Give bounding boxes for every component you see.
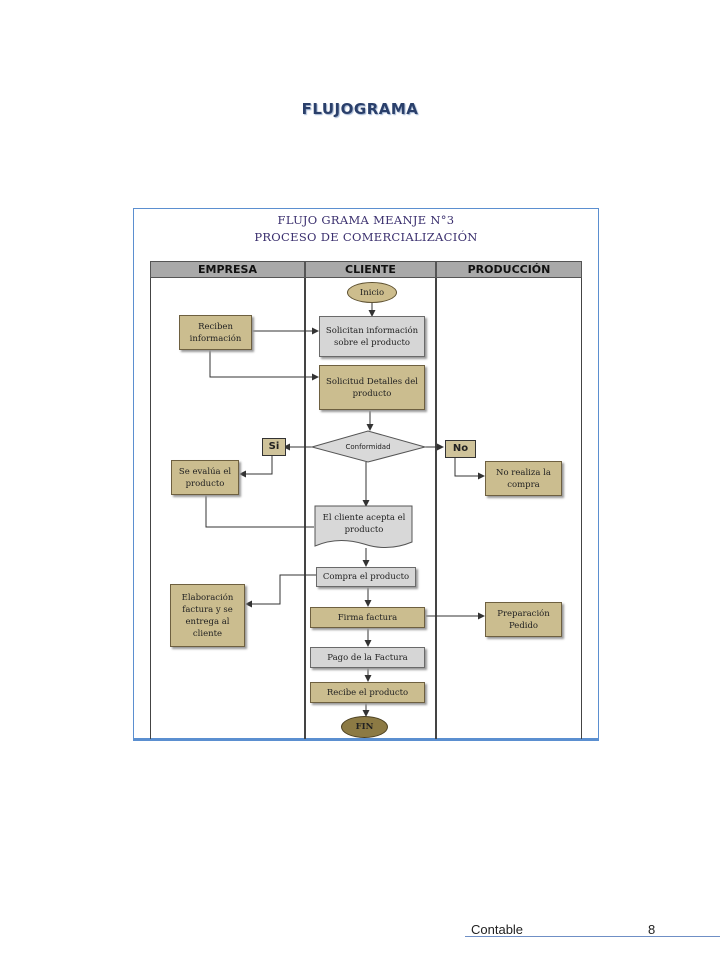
recibe-producto-box: Recibe el producto bbox=[310, 682, 425, 703]
compra-producto-box: Compra el producto bbox=[316, 567, 416, 587]
solicitud-detalles-box: Solicitud Detalles del producto bbox=[319, 365, 425, 410]
cliente-acepta-document: El cliente acepta el producto bbox=[322, 513, 406, 535]
solicitan-informacion-box: Solicitan información sobre el producto bbox=[319, 316, 425, 357]
lane-divider-cliente-produccion bbox=[435, 278, 437, 739]
lane-divider-empresa-cliente bbox=[304, 278, 306, 739]
se-evalua-box: Se evalúa el producto bbox=[171, 460, 239, 495]
page-number: 8 bbox=[648, 922, 656, 937]
conformidad-decision-label: Conformidad bbox=[345, 443, 391, 451]
footer-label: Contable bbox=[471, 922, 524, 937]
page-title: FLUJOGRAMA bbox=[301, 100, 419, 118]
end-node: FIN bbox=[341, 716, 388, 738]
no-realiza-compra-box: No realiza la compra bbox=[485, 461, 562, 496]
connector-evalua-acepta bbox=[205, 495, 314, 528]
frame-bottom-border bbox=[133, 739, 599, 741]
lane-header-cliente: CLIENTE bbox=[305, 261, 436, 278]
connector-no-norealiza bbox=[454, 457, 485, 480]
decision-no-label: No bbox=[445, 440, 476, 458]
connector-si-evalua bbox=[239, 456, 273, 478]
diagram-subtitle: PROCESO DE COMERCIALIZACIÓN bbox=[254, 230, 478, 244]
lane-divider-right bbox=[581, 278, 582, 739]
reciben-informacion-box: Reciben información bbox=[179, 315, 252, 350]
decision-yes-label: Si bbox=[262, 438, 286, 456]
connector-reciben-detalles bbox=[209, 348, 319, 381]
footer-divider bbox=[465, 936, 720, 937]
lane-divider-left bbox=[150, 278, 151, 739]
firma-factura-box: Firma factura bbox=[310, 607, 425, 628]
lane-header-produccion: PRODUCCIÓN bbox=[436, 261, 582, 278]
pago-factura-box: Pago de la Factura bbox=[310, 647, 425, 668]
swimlanes: EMPRESA CLIENTE PRODUCCIÓN bbox=[150, 261, 582, 739]
cliente-acepta-document-shape bbox=[314, 505, 413, 548]
conformidad-diamond bbox=[310, 430, 427, 463]
diagram-title: FLUJO GRAMA MEANJE N°3 bbox=[277, 213, 455, 227]
start-node: Inicio bbox=[347, 282, 397, 303]
preparacion-pedido-box: Preparación Pedido bbox=[485, 602, 562, 637]
connector-compra-elaboracion bbox=[245, 574, 316, 608]
elaboracion-factura-box: Elaboración factura y se entrega al clie… bbox=[170, 584, 245, 647]
lane-header-empresa: EMPRESA bbox=[150, 261, 305, 278]
